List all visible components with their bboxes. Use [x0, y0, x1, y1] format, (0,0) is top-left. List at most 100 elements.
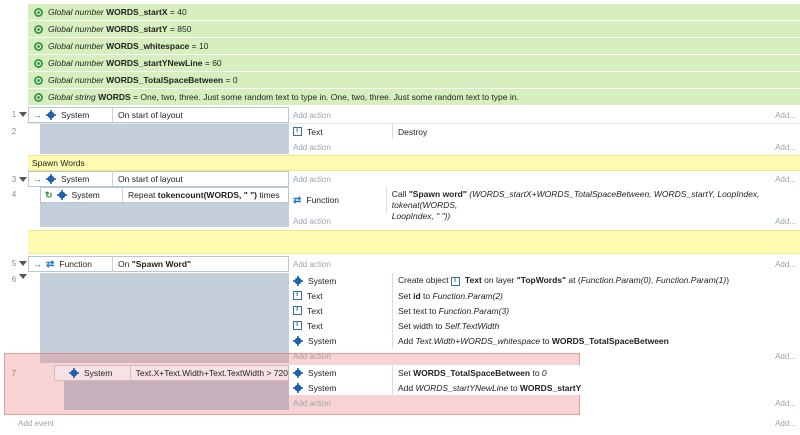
add-more-link[interactable]: Add...: [775, 110, 796, 120]
gear-icon: [46, 174, 56, 184]
var-kind: Global string: [48, 92, 96, 102]
collapse-triangle-icon[interactable]: [19, 177, 27, 182]
var-value: = One, two, three. Just some random text…: [133, 92, 519, 102]
condition-text: Text.X+Text.Width+Text.TextWidth > 720: [135, 368, 288, 378]
add-more-link[interactable]: Add...: [775, 418, 796, 428]
var-value: = 10: [191, 41, 209, 51]
add-more-link[interactable]: Add...: [775, 398, 796, 408]
event-condition[interactable]: →System On start of layout: [28, 107, 289, 123]
text-object-icon: [293, 127, 302, 136]
condition-object: System: [61, 174, 90, 184]
add-more-link[interactable]: Add...: [775, 216, 796, 226]
sub-event-block[interactable]: [40, 203, 289, 227]
sub-event-block[interactable]: [40, 273, 289, 363]
global-var-row[interactable]: Global number WORDS_startYNewLine = 60: [28, 55, 800, 72]
action-text: Add Text.Width+WORDS_whitespace to WORDS…: [398, 335, 669, 346]
globe-icon: [34, 75, 43, 85]
condition-text: On start of layout: [118, 110, 183, 120]
condition-object: System: [71, 190, 100, 200]
action-row[interactable]: System Set WORDS_TotalSpaceBetween to 0: [289, 365, 800, 380]
trigger-arrow-icon: →: [33, 174, 42, 184]
action-row[interactable]: System Create object Text on layer "TopW…: [289, 273, 800, 288]
var-name: WORDS_startY: [106, 24, 168, 34]
action-row[interactable]: Text Set text to Function.Param(3): [289, 303, 800, 318]
event-number: 4: [11, 190, 17, 199]
event-number: 7: [11, 369, 17, 378]
action-object: Function: [306, 195, 339, 205]
action-text: Create object Text on layer "TopWords" a…: [393, 275, 729, 286]
global-var-row[interactable]: Global string WORDS = One, two, three. J…: [28, 89, 800, 106]
var-value: = 850: [169, 24, 192, 34]
action-row[interactable]: ⇄Function Call "Spawn word" (WORDS_start…: [289, 187, 800, 221]
gear-icon: [56, 190, 67, 200]
event-condition[interactable]: System Text.X+Text.Width+Text.TextWidth …: [54, 365, 289, 381]
action-row[interactable]: Text Set id to Function.Param(2): [289, 288, 800, 303]
group-header[interactable]: Spawn Words: [28, 155, 800, 171]
var-name: WORDS: [98, 92, 131, 102]
condition-object: Function: [59, 259, 92, 269]
add-more-link[interactable]: Add...: [775, 174, 796, 184]
event-number: 1: [11, 110, 17, 119]
comment-block[interactable]: [28, 230, 800, 254]
add-more-link[interactable]: Add...: [775, 259, 796, 269]
collapse-triangle-icon[interactable]: [19, 261, 27, 266]
var-name: WORDS_startYNewLine: [106, 58, 203, 68]
text-object-icon: [293, 321, 302, 330]
event-number: 6: [11, 275, 17, 284]
add-more-link[interactable]: Add...: [775, 351, 796, 361]
add-more-link[interactable]: Add...: [775, 142, 796, 152]
action-row[interactable]: System Add Text.Width+WORDS_whitespace t…: [289, 333, 800, 348]
action-row[interactable]: Text Destroy: [289, 124, 800, 139]
event-condition[interactable]: ↻System Repeat tokencount(WORDS, " ") ti…: [40, 187, 289, 203]
event-number: 2: [11, 127, 17, 136]
global-var-row[interactable]: Global number WORDS_startY = 850: [28, 21, 800, 38]
function-icon: ⇄: [293, 194, 302, 206]
sub-event-block[interactable]: [64, 380, 289, 410]
global-var-row[interactable]: Global number WORDS_startX = 40: [28, 4, 800, 21]
var-value: = 40: [169, 7, 187, 17]
action-text: Set id to Function.Param(2): [398, 290, 503, 301]
global-var-row[interactable]: Global number WORDS_whitespace = 10: [28, 38, 800, 55]
event-condition[interactable]: →⇄Function On "Spawn Word": [28, 256, 289, 272]
gear-icon: [293, 367, 303, 378]
text-object-icon: [293, 306, 302, 315]
globe-icon: [34, 58, 43, 68]
sub-event-block[interactable]: [40, 124, 289, 154]
globe-icon: [34, 92, 43, 102]
gear-icon: [293, 275, 303, 286]
globe-icon: [34, 7, 43, 17]
gear-icon: [69, 368, 79, 378]
event-condition[interactable]: → System On start of layout: [28, 171, 289, 187]
action-row[interactable]: System Add WORDS_startYNewLine to WORDS_…: [289, 380, 800, 395]
condition-object: System: [61, 110, 90, 120]
condition-object: System: [84, 368, 113, 378]
collapse-triangle-icon[interactable]: [19, 274, 27, 279]
condition-text: Repeat tokencount(WORDS, " ") times: [128, 190, 280, 200]
global-var-row[interactable]: Global number WORDS_TotalSpaceBetween = …: [28, 72, 800, 89]
action-text: Set width to Self.TextWidth: [398, 320, 500, 331]
action-text: Set WORDS_TotalSpaceBetween to 0: [398, 367, 547, 378]
var-kind: Global number: [48, 75, 104, 85]
action-object: Text: [307, 290, 323, 301]
collapse-triangle-icon[interactable]: [19, 112, 27, 117]
var-value: = 0: [225, 75, 238, 85]
globe-icon: [34, 41, 43, 51]
var-name: WORDS_startX: [106, 7, 168, 17]
text-object-icon: [293, 291, 302, 300]
var-kind: Global number: [48, 7, 104, 17]
globe-icon: [34, 24, 43, 34]
action-row[interactable]: Text Set width to Self.TextWidth: [289, 318, 800, 333]
action-text: Destroy: [398, 126, 428, 137]
action-object: Text: [307, 320, 323, 331]
condition-text: On start of layout: [118, 174, 183, 184]
condition-text: On "Spawn Word": [118, 259, 192, 269]
action-object: Text: [307, 305, 323, 316]
